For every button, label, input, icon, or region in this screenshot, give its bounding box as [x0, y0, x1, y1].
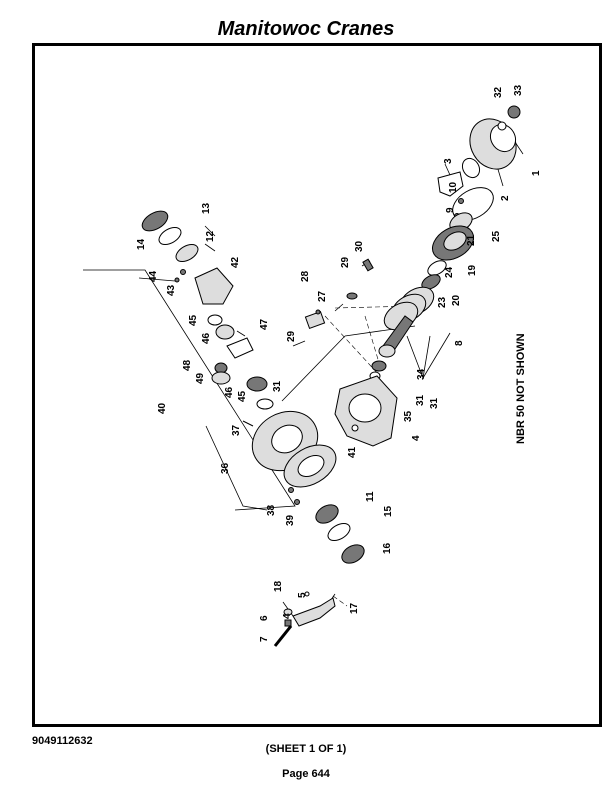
- callout-18: 18: [273, 580, 284, 592]
- document-number: 9049112632: [32, 735, 93, 747]
- callout-35: 35: [403, 410, 414, 422]
- callout-31c: 31: [429, 397, 440, 409]
- callout-28: 28: [300, 270, 311, 282]
- callout-30: 30: [354, 240, 365, 252]
- callout-9: 9: [445, 207, 456, 213]
- callout-49: 49: [195, 372, 206, 384]
- diagram-frame: [32, 43, 602, 727]
- exploded-parts-diagram: 1 2 3 4 4 5 6 7 8 9 10 11 12 13 14 15 16…: [83, 84, 542, 647]
- callout-47: 47: [259, 318, 270, 330]
- callout-labels: 1 2 3 4 4 5 6 7 8 9 10 11 12 13 14 15 16…: [136, 84, 542, 642]
- parts: [141, 105, 521, 647]
- page-number: Page 644: [282, 768, 330, 780]
- callout-34: 34: [416, 368, 427, 380]
- callout-6: 6: [259, 615, 270, 621]
- callout-45a: 45: [188, 314, 199, 326]
- callout-4b: 4: [282, 613, 293, 619]
- callout-2: 2: [500, 195, 511, 201]
- callout-46b: 46: [224, 386, 235, 398]
- callout-19: 19: [467, 264, 478, 276]
- callout-1: 1: [531, 170, 542, 176]
- callout-37: 37: [231, 424, 242, 436]
- callout-29b: 29: [340, 256, 351, 268]
- diagram-note: NBR 50 NOT SHOWN: [515, 333, 527, 444]
- callout-14: 14: [136, 238, 147, 250]
- callout-39: 39: [285, 514, 296, 526]
- callout-5: 5: [297, 592, 308, 598]
- callout-46a: 46: [201, 332, 212, 344]
- callout-10: 10: [448, 181, 459, 193]
- callout-16: 16: [382, 542, 393, 554]
- callout-23: 23: [437, 296, 448, 308]
- callout-24: 24: [444, 266, 455, 278]
- assembly-axis-lines: [324, 305, 416, 607]
- callout-31b: 31: [415, 394, 426, 406]
- callout-42: 42: [230, 256, 241, 268]
- callout-31a: 31: [272, 380, 283, 392]
- callout-45b: 45: [237, 390, 248, 402]
- callout-25: 25: [491, 230, 502, 242]
- callout-38: 38: [266, 504, 277, 516]
- leader-lines: [83, 123, 524, 617]
- callout-21: 21: [466, 234, 477, 246]
- sheet-indicator: (SHEET 1 OF 1): [265, 743, 347, 755]
- callout-8: 8: [454, 340, 465, 346]
- callout-44: 44: [148, 270, 159, 282]
- callout-4: 4: [411, 435, 422, 441]
- callout-7: 7: [259, 636, 270, 642]
- callout-29a: 29: [286, 330, 297, 342]
- callout-36: 36: [220, 462, 231, 474]
- callout-17: 17: [349, 602, 360, 614]
- callout-41: 41: [347, 446, 358, 458]
- page-title: Manitowoc Cranes: [217, 18, 395, 40]
- callout-11: 11: [365, 491, 376, 502]
- callout-3: 3: [443, 158, 454, 164]
- callout-13: 13: [201, 202, 212, 214]
- callout-32: 32: [493, 86, 504, 98]
- callout-27: 27: [317, 290, 328, 302]
- callout-33: 33: [513, 84, 524, 96]
- callout-43: 43: [166, 284, 177, 296]
- callout-12: 12: [205, 230, 216, 242]
- callout-48: 48: [182, 359, 193, 371]
- callout-40: 40: [157, 402, 168, 414]
- callout-15: 15: [383, 505, 394, 517]
- callout-20: 20: [451, 294, 462, 306]
